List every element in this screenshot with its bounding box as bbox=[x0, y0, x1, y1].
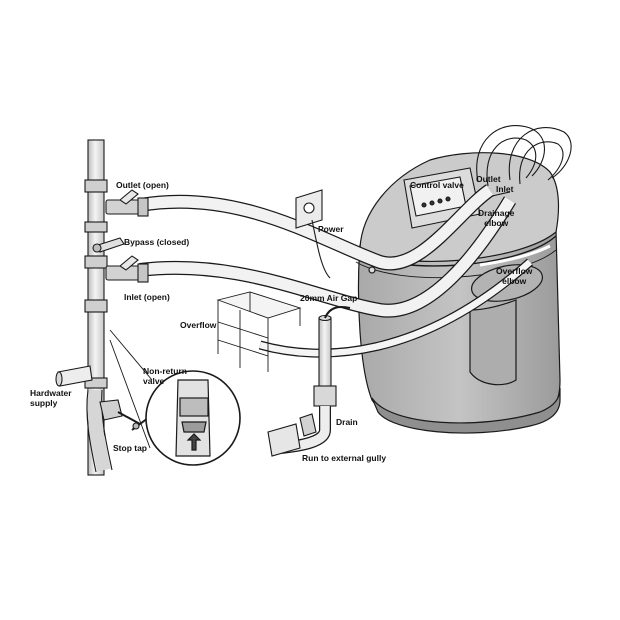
label-overflow: Overflow bbox=[180, 320, 217, 330]
inlet-valve bbox=[105, 255, 149, 283]
label-drain: Drain bbox=[336, 417, 358, 427]
label-inlet-open: Inlet (open) bbox=[124, 292, 170, 302]
label-overflow-elbow: Overflow elbow bbox=[496, 266, 533, 286]
drain-standpipe bbox=[267, 306, 351, 457]
overflow-hose bbox=[258, 258, 533, 358]
label-control-valve: Control valve bbox=[410, 180, 464, 190]
inlet-hose bbox=[139, 196, 517, 318]
stop-tap bbox=[99, 399, 149, 431]
label-outlet-open: Outlet (open) bbox=[116, 180, 169, 190]
main-supply-pipe bbox=[84, 139, 125, 476]
label-power: Power bbox=[318, 224, 344, 234]
power-socket bbox=[295, 189, 331, 279]
label-drainage-elbow: Drainage elbow bbox=[478, 208, 515, 228]
label-air-gap: 20mm Air Gap bbox=[300, 293, 358, 303]
outlet-inlet-loops bbox=[476, 125, 572, 187]
label-stop-tap: Stop tap bbox=[113, 443, 147, 453]
label-inlet: Inlet bbox=[496, 184, 514, 194]
label-bypass-closed: Bypass (closed) bbox=[124, 237, 190, 247]
overflow-shelving bbox=[216, 291, 302, 372]
outlet-valve bbox=[105, 189, 149, 217]
hardwater-supply-pipe bbox=[55, 365, 93, 387]
label-external-gully: Run to external gully bbox=[302, 453, 387, 463]
label-non-return-valve: Non-return valve bbox=[143, 366, 187, 386]
outlet-hose bbox=[138, 184, 495, 271]
non-return-valve-inset bbox=[109, 329, 241, 466]
label-outlet: Outlet bbox=[476, 174, 501, 184]
label-hardwater-supply: Hardwater supply bbox=[30, 388, 72, 408]
